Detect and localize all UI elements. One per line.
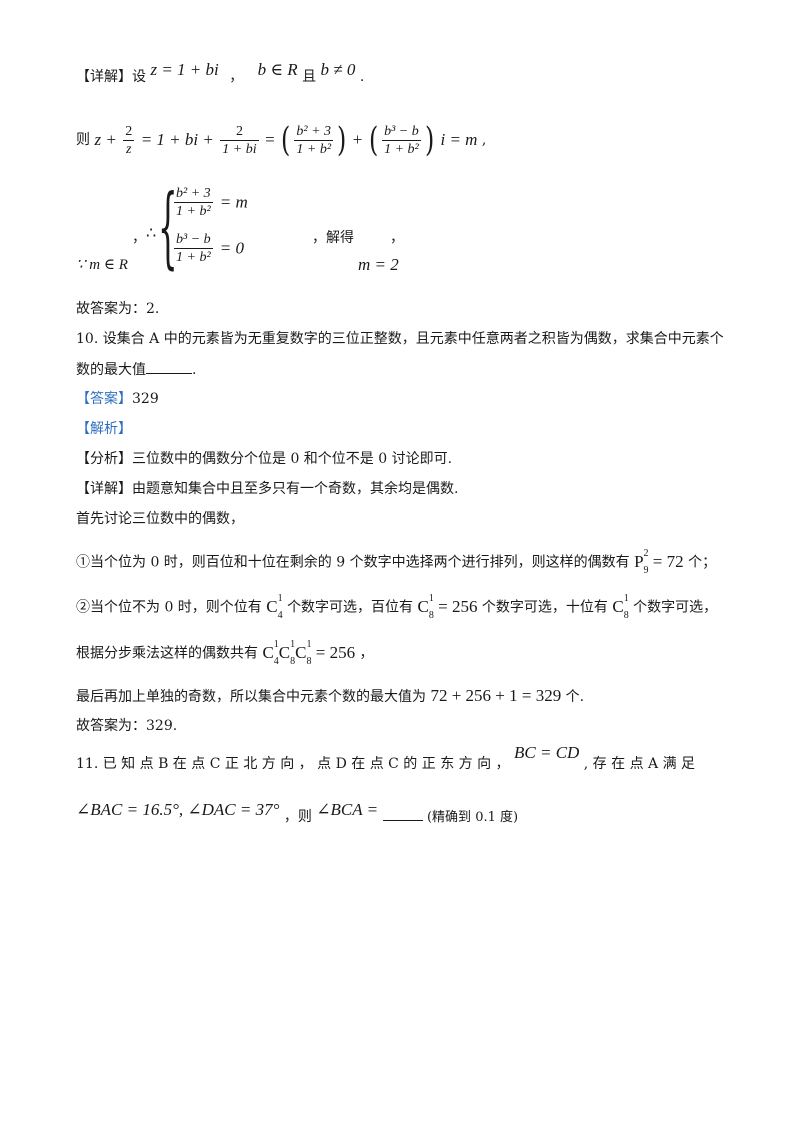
angle-bca: ∠BCA = bbox=[316, 800, 379, 819]
period: . bbox=[359, 69, 365, 85]
equals-sign: = bbox=[265, 130, 275, 149]
equation-lhs: z + bbox=[94, 130, 117, 149]
first-discussion: 首先讨论三位数中的偶数， bbox=[76, 511, 244, 527]
plus-sign: + bbox=[352, 130, 363, 149]
bc-equals-cd: BC = CD bbox=[514, 743, 580, 762]
final-line: 最后再加上单独的奇数，所以集合中元素个数的最大值为 72 + 256 + 1 =… bbox=[76, 686, 585, 705]
b-condition-nonzero: b ≠ 0 bbox=[320, 60, 356, 79]
comma: ， bbox=[390, 230, 404, 246]
comma: ， bbox=[132, 230, 146, 246]
equation-tail: i = m bbox=[440, 130, 478, 149]
answer-blank bbox=[146, 359, 192, 374]
analysis-label: 【解析】 bbox=[76, 421, 132, 437]
answer-blank bbox=[382, 806, 423, 821]
set-word: 设 bbox=[132, 69, 146, 85]
therefore-symbol: ∴ bbox=[146, 225, 157, 242]
answer-value: 329 bbox=[132, 391, 159, 407]
z-expression: z = 1 + bi bbox=[150, 60, 219, 79]
detail-tag: 【详解】 bbox=[76, 69, 132, 85]
detail1-line: 【详解】设 z = 1 + bi ， b ∈ R 且 b ≠ 0 . bbox=[76, 60, 365, 85]
detail-summary: 【详解】由题意知集合中且至多只有一个奇数，其余均是偶数. bbox=[76, 481, 459, 497]
question-11-line-1: 11. 已 知 点 B 在 点 C 正 北 方 向 ， 点 D 在 点 C 的 … bbox=[76, 743, 696, 772]
solve-word: ，解得 bbox=[312, 230, 354, 246]
question-10-line-1: 10. 设集合 A 中的元素皆为无重复数字的三位正整数，且元素中任意两者之积皆为… bbox=[76, 331, 724, 347]
b-condition-real: b ∈ R bbox=[257, 60, 298, 79]
sum-formula: 72 + 256 + 1 = 329 bbox=[430, 686, 562, 705]
equation-mid: = 1 + bi + bbox=[140, 130, 214, 149]
left-brace: { bbox=[158, 175, 178, 278]
answer-line-1: 故答案为：2. bbox=[76, 301, 160, 317]
given-angles: ∠BAC = 16.5°, ∠DAC = 37° bbox=[76, 800, 280, 819]
question-11-line-2: ∠BAC = 16.5°, ∠DAC = 37° ，则 ∠BCA = (精确到 … bbox=[76, 800, 519, 825]
then-word: 则 bbox=[76, 132, 90, 148]
because-m-real: ∵ m ∈ R bbox=[76, 257, 128, 273]
answer-line-2: 故答案为：329. bbox=[76, 718, 178, 734]
answer-row: 【答案】329 bbox=[76, 389, 159, 409]
analysis-summary: 【分析】三位数中的偶数分个位是 0 和个位不是 0 讨论即可. bbox=[76, 451, 453, 467]
and-word: 且 bbox=[302, 69, 317, 85]
precision-note: (精确到 0.1 度) bbox=[426, 810, 519, 825]
comma: , bbox=[481, 132, 487, 148]
result-m-equals-2: m = 2 bbox=[358, 255, 399, 274]
answer-label: 【答案】 bbox=[76, 391, 132, 407]
case-1-line: ①当个位为 0 时，则百位和十位在剩余的 9 个数字中选择两个进行排列，则这样的… bbox=[76, 548, 717, 577]
question-10-line-2: 数的最大值. bbox=[76, 359, 196, 380]
